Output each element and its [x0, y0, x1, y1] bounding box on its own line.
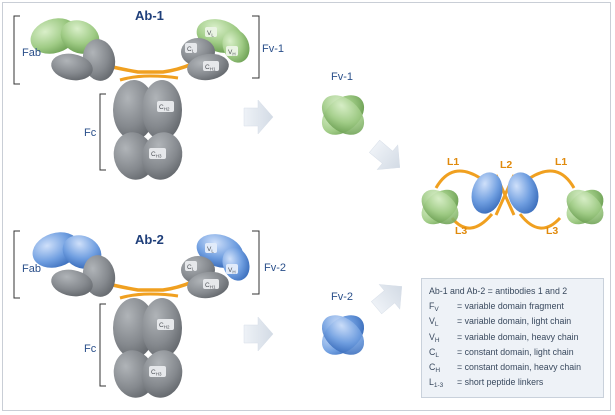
hinge-1 [107, 62, 193, 74]
ch2-label-2: CH2 [159, 322, 170, 330]
antibody-2: CL VL VH CH1 CH2 CH3 Ab-2 Fab Fc Fv-2 [13, 230, 286, 398]
fv2-label: Fv-2 [331, 291, 353, 303]
legend-row: VH= variable domain, heavy chain [429, 331, 579, 344]
fv2-fragment: Fv-2 [321, 291, 365, 355]
linker-l1-left [434, 169, 481, 189]
fab-label-2: Fab [22, 263, 41, 275]
vl-label-2: VL [207, 246, 214, 254]
cl-domain-left-2 [51, 269, 93, 297]
vl-label-1: VL [207, 30, 214, 38]
ch3-label-1: CH3 [151, 151, 162, 159]
linker-l1-right [529, 169, 576, 189]
arrow-1 [243, 99, 274, 135]
ab1-title: Ab-1 [135, 8, 164, 23]
vh-label-1: VH [228, 49, 236, 57]
vh-label-2: VH [228, 267, 236, 275]
fv-bracket-2 [252, 230, 260, 295]
domain-labels-2: CL VL VH CH1 CH2 CH3 [149, 243, 238, 377]
arrow-2 [243, 316, 274, 352]
legend-row: CL= constant domain, light chain [429, 346, 574, 359]
legend-row: VL= variable domain, light chain [429, 316, 572, 329]
fc-label-1: Fc [84, 127, 97, 139]
linker-l3-right [518, 213, 562, 230]
legend-header: Ab-1 and Ab-2 = antibodies 1 and 2 [429, 286, 568, 296]
fv1-label: Fv-1 [331, 71, 353, 83]
antibody-1: CL VL VH CH1 CH2 CH3 Ab-1 Fab Fc Fv-1 [13, 8, 284, 180]
hinge-lower-2 [119, 292, 179, 300]
arrows [243, 99, 403, 352]
ch1-label-2: CH1 [205, 282, 216, 290]
linked-construct: L1 L2 L1 L3 L3 [421, 156, 604, 237]
legend-row: FV= variable domain fragment [429, 301, 564, 314]
arrow-3 [369, 139, 401, 170]
ch2-domain-left-1 [113, 80, 155, 140]
hinge-2 [107, 280, 193, 292]
l3-right-label: L3 [546, 225, 558, 237]
fab-bracket-2 [13, 230, 20, 299]
fv-label-1: Fv-1 [262, 43, 284, 55]
arrow-4 [371, 284, 403, 315]
fv-label-2: Fv-2 [264, 262, 286, 274]
domain-labels-1: CL VL VH CH1 CH2 CH3 [149, 27, 238, 159]
legend-row: L1-3= short peptide linkers [429, 377, 544, 390]
l3-left-label: L3 [455, 225, 467, 237]
fab-label-1: Fab [22, 47, 41, 59]
fab-bracket-1 [13, 15, 20, 85]
ch2-label-1: CH2 [159, 104, 170, 112]
ch1-label-1: CH1 [205, 64, 216, 72]
legend-row: CH= constant domain, heavy chain [429, 361, 581, 374]
fc-label-2: Fc [84, 343, 97, 355]
cl-label-1: CL [187, 46, 195, 54]
l2-label: L2 [500, 159, 512, 171]
fv-bracket-1 [252, 15, 260, 79]
cl-label-2: CL [187, 264, 195, 272]
ch2-domain-left-2 [113, 298, 155, 358]
hinge-lower-1 [119, 74, 179, 82]
fc-bracket-2 [99, 303, 106, 387]
ch3-label-2: CH3 [151, 369, 162, 377]
ab2-title: Ab-2 [135, 232, 164, 247]
fc-bracket-1 [99, 93, 106, 171]
cl-domain-left-1 [51, 53, 93, 81]
l1-right-label: L1 [555, 156, 567, 168]
legend-box: Ab-1 and Ab-2 = antibodies 1 and 2 FV= v… [421, 278, 604, 398]
fv1-fragment: Fv-1 [321, 71, 365, 135]
l1-left-label: L1 [447, 156, 459, 168]
